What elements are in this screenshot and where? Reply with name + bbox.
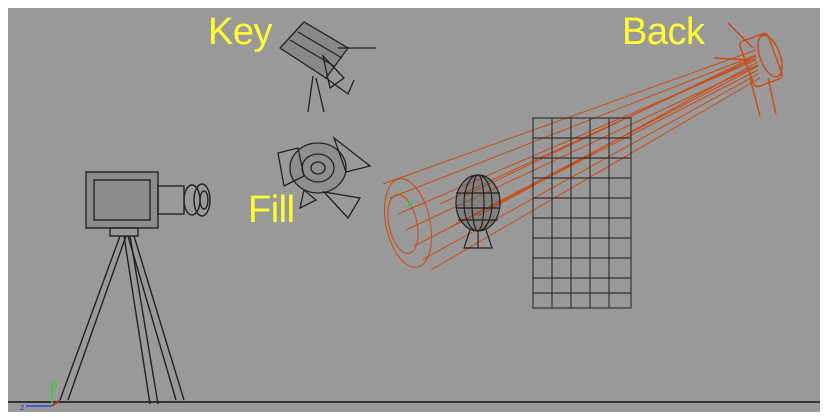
key-light[interactable] <box>280 22 376 112</box>
svg-text:y: y <box>54 378 59 388</box>
scene-canvas[interactable]: y z <box>8 8 820 412</box>
tripod[interactable] <box>60 236 184 404</box>
target-marker <box>408 202 412 206</box>
3d-viewport[interactable]: y z Key Fill Back <box>8 8 820 412</box>
fill-light-label: Fill <box>248 191 295 229</box>
key-light-label: Key <box>208 13 272 51</box>
back-light-label: Back <box>622 13 704 51</box>
camera[interactable] <box>86 172 210 236</box>
svg-text:z: z <box>20 402 25 412</box>
backdrop-grid-panel[interactable] <box>533 118 631 308</box>
axis-gizmo: y z <box>20 378 60 412</box>
